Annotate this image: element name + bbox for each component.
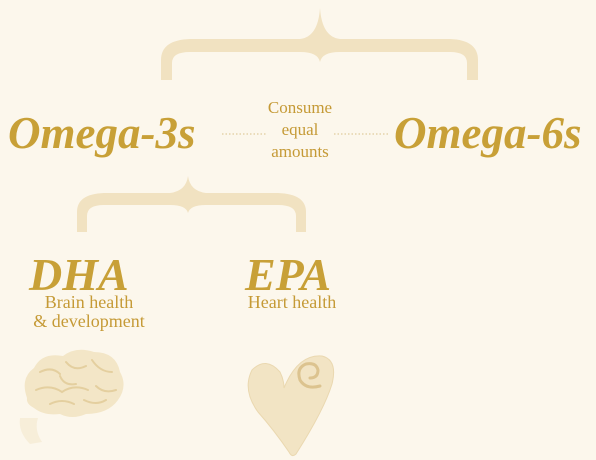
dha-benefit: Brain health & development bbox=[14, 293, 164, 331]
lower-brace bbox=[77, 176, 306, 232]
brain-icon bbox=[20, 350, 124, 444]
top-brace bbox=[161, 8, 478, 80]
relation-line-3: amounts bbox=[255, 141, 345, 163]
epa-benefit: Heart health bbox=[222, 293, 362, 312]
epa-benefit-line-1: Heart health bbox=[222, 293, 362, 312]
dha-benefit-line-1: Brain health bbox=[14, 293, 164, 312]
relation-line-1: Consume bbox=[255, 97, 345, 119]
omega6-label: Omega-6s bbox=[394, 111, 581, 156]
dha-benefit-line-2: & development bbox=[14, 312, 164, 331]
omega3-label: Omega-3s bbox=[8, 111, 195, 156]
relation-line-2: equal bbox=[255, 119, 345, 141]
relation-label: Consume equal amounts bbox=[255, 97, 345, 163]
heart-icon bbox=[248, 356, 333, 456]
